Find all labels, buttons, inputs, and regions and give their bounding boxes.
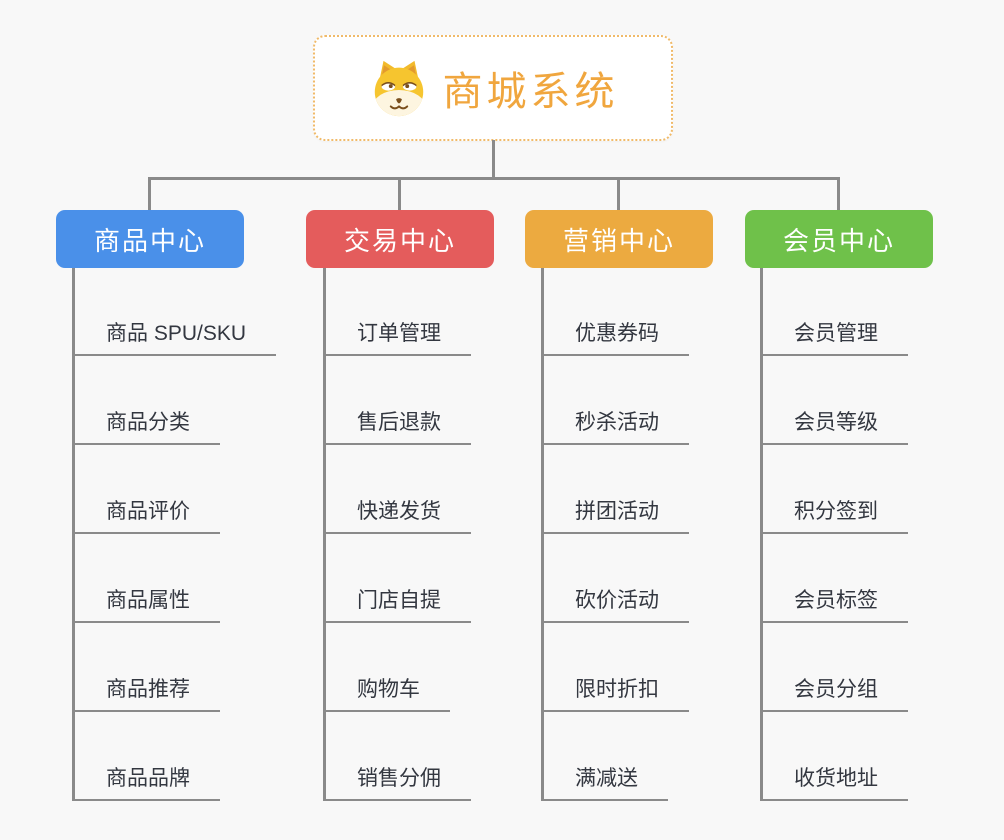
connector-stub-trade (398, 177, 401, 210)
connector-trunk-trade (323, 268, 326, 801)
connector-trunk-product (72, 268, 75, 801)
branch-node-product-center[interactable]: 商品中心 (56, 210, 244, 268)
leaf-node-time-discount[interactable]: 限时折扣 (541, 675, 689, 712)
leaf-node-member-manage[interactable]: 会员管理 (760, 319, 908, 356)
leaf-node-bargain[interactable]: 砍价活动 (541, 586, 689, 623)
leaf-node-group-buy[interactable]: 拼团活动 (541, 497, 689, 534)
leaf-node-member-group[interactable]: 会员分组 (760, 675, 908, 712)
leaf-node-product-spu-sku[interactable]: 商品 SPU/SKU (72, 319, 277, 356)
connector-stub-product (148, 177, 151, 210)
connector-stub-marketing (617, 177, 620, 210)
root-title: 商城系统 (442, 70, 619, 114)
leaf-node-product-recommend[interactable]: 商品推荐 (72, 675, 220, 712)
leaf-node-product-attr[interactable]: 商品属性 (72, 586, 220, 623)
leaf-node-order-manage[interactable]: 订单管理 (323, 319, 471, 356)
connector-horizontal (148, 177, 840, 180)
root-node[interactable]: 商城系统 (313, 35, 673, 141)
dog-icon (374, 60, 423, 117)
connector-root-stub (492, 140, 495, 179)
leaf-node-member-level[interactable]: 会员等级 (760, 408, 908, 445)
leaf-node-shopping-cart[interactable]: 购物车 (323, 675, 450, 712)
leaf-node-product-category[interactable]: 商品分类 (72, 408, 220, 445)
leaf-node-full-reduction[interactable]: 满减送 (541, 764, 668, 801)
leaf-node-product-review[interactable]: 商品评价 (72, 497, 220, 534)
leaf-node-express-ship[interactable]: 快递发货 (323, 497, 471, 534)
leaf-node-store-pickup[interactable]: 门店自提 (323, 586, 471, 623)
leaf-node-member-tag[interactable]: 会员标签 (760, 586, 908, 623)
leaf-node-shipping-address[interactable]: 收货地址 (760, 764, 908, 801)
connector-stub-member (837, 177, 840, 210)
leaf-node-coupon-code[interactable]: 优惠券码 (541, 319, 689, 356)
leaf-node-product-brand[interactable]: 商品品牌 (72, 764, 220, 801)
connector-trunk-member (760, 268, 763, 801)
branch-node-marketing-center[interactable]: 营销中心 (525, 210, 713, 268)
branch-node-member-center[interactable]: 会员中心 (745, 210, 933, 268)
leaf-node-sales-commission[interactable]: 销售分佣 (323, 764, 471, 801)
leaf-node-flash-sale[interactable]: 秒杀活动 (541, 408, 689, 445)
leaf-node-points-checkin[interactable]: 积分签到 (760, 497, 908, 534)
connector-trunk-marketing (541, 268, 544, 801)
branch-node-trade-center[interactable]: 交易中心 (306, 210, 494, 268)
leaf-node-after-sale[interactable]: 售后退款 (323, 408, 471, 445)
